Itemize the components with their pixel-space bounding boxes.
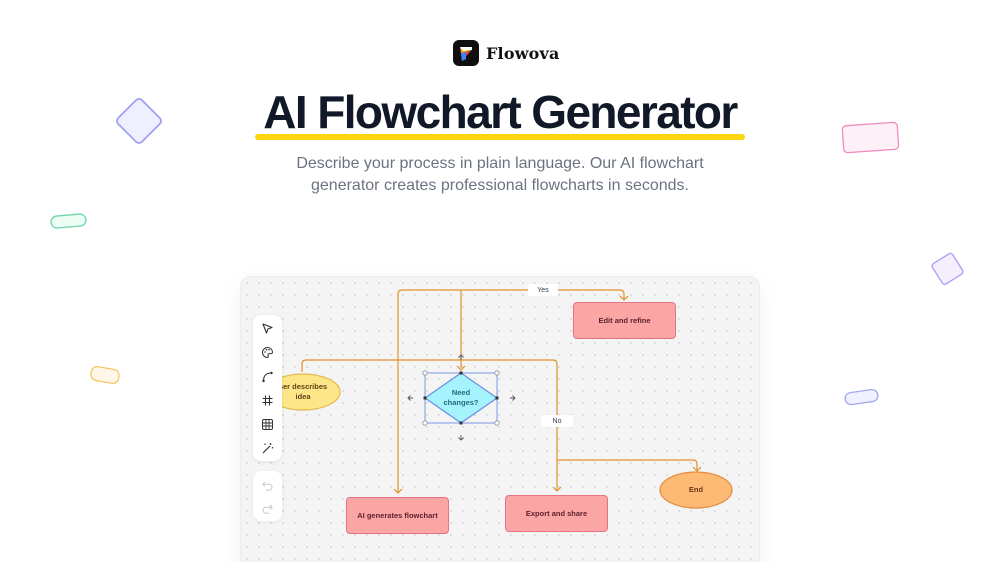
- tool-palette: [253, 315, 282, 461]
- style-tool-button[interactable]: [259, 344, 277, 361]
- node-decision-text-2: changes?: [443, 398, 479, 407]
- frame-tool-button[interactable]: [259, 392, 277, 409]
- curve-connector-icon: [262, 371, 273, 383]
- frame-hash-icon: [262, 395, 273, 406]
- brand-name: Flowova: [486, 43, 560, 63]
- node-end-text: End: [688, 485, 704, 494]
- hero-subtitle: Describe your process in plain language.…: [0, 153, 1000, 197]
- node-export-and-share[interactable]: Export and share: [505, 495, 608, 532]
- select-tool-button[interactable]: [259, 320, 277, 337]
- connector-no-to-export: [398, 359, 558, 490]
- history-palette: [253, 471, 282, 521]
- node-ai-generates-flowchart[interactable]: AI generates flowchart: [346, 497, 449, 534]
- decorative-rect-pink: [841, 121, 900, 154]
- edge-label-yes[interactable]: Yes: [528, 284, 558, 296]
- node-end-label[interactable]: End: [662, 480, 730, 500]
- undo-button[interactable]: [259, 477, 277, 494]
- connector-to-end: [557, 459, 698, 470]
- node-decision-text-1: Need: [451, 388, 471, 397]
- hero-subtitle-line-1: Describe your process in plain language.…: [296, 155, 704, 172]
- connector-tool-button[interactable]: [259, 368, 277, 385]
- cursor-arrow-icon: [262, 323, 273, 334]
- node-start-text-1: ser describes: [278, 382, 328, 391]
- edge-label-no[interactable]: No: [541, 415, 573, 427]
- undo-icon: [262, 481, 273, 491]
- ai-magic-tool-button[interactable]: [259, 440, 277, 457]
- node-end: [659, 471, 733, 509]
- page-title: AI Flowchart Generator: [263, 86, 738, 138]
- node-start-label[interactable]: ser describes idea: [276, 380, 330, 404]
- decorative-diamond-purple: [116, 98, 162, 144]
- decorative-pill-green: [50, 213, 87, 229]
- node-edit-and-refine[interactable]: Edit and refine: [573, 302, 676, 339]
- connector-yes-to-edit: [397, 289, 625, 492]
- decorative-pill-indigo: [844, 388, 879, 406]
- magic-wand-icon: [262, 443, 274, 454]
- flowchart-canvas[interactable]: [241, 277, 759, 562]
- node-start-text-2: idea: [295, 392, 311, 401]
- redo-icon: [262, 504, 273, 514]
- title-underline: [255, 134, 745, 140]
- node-export-text: Export and share: [525, 508, 588, 518]
- node-generate-text: AI generates flowchart: [357, 510, 438, 520]
- palette-icon: [262, 346, 274, 359]
- brand-header[interactable]: Flowova: [453, 40, 560, 66]
- hero-subtitle-line-2: generator creates professional flowchart…: [311, 177, 689, 194]
- edge-label-yes-text: Yes: [537, 286, 549, 294]
- flowova-logo-icon: [453, 40, 479, 66]
- decorative-pill-orange: [90, 365, 120, 385]
- redo-button[interactable]: [259, 500, 277, 517]
- edge-label-no-text: No: [552, 417, 562, 425]
- decorative-square-violet: [931, 252, 964, 285]
- table-grid-icon: [262, 419, 273, 430]
- node-edit-text: Edit and refine: [598, 315, 651, 325]
- table-tool-button[interactable]: [259, 416, 277, 433]
- node-decision-label[interactable]: Need changes?: [436, 386, 486, 410]
